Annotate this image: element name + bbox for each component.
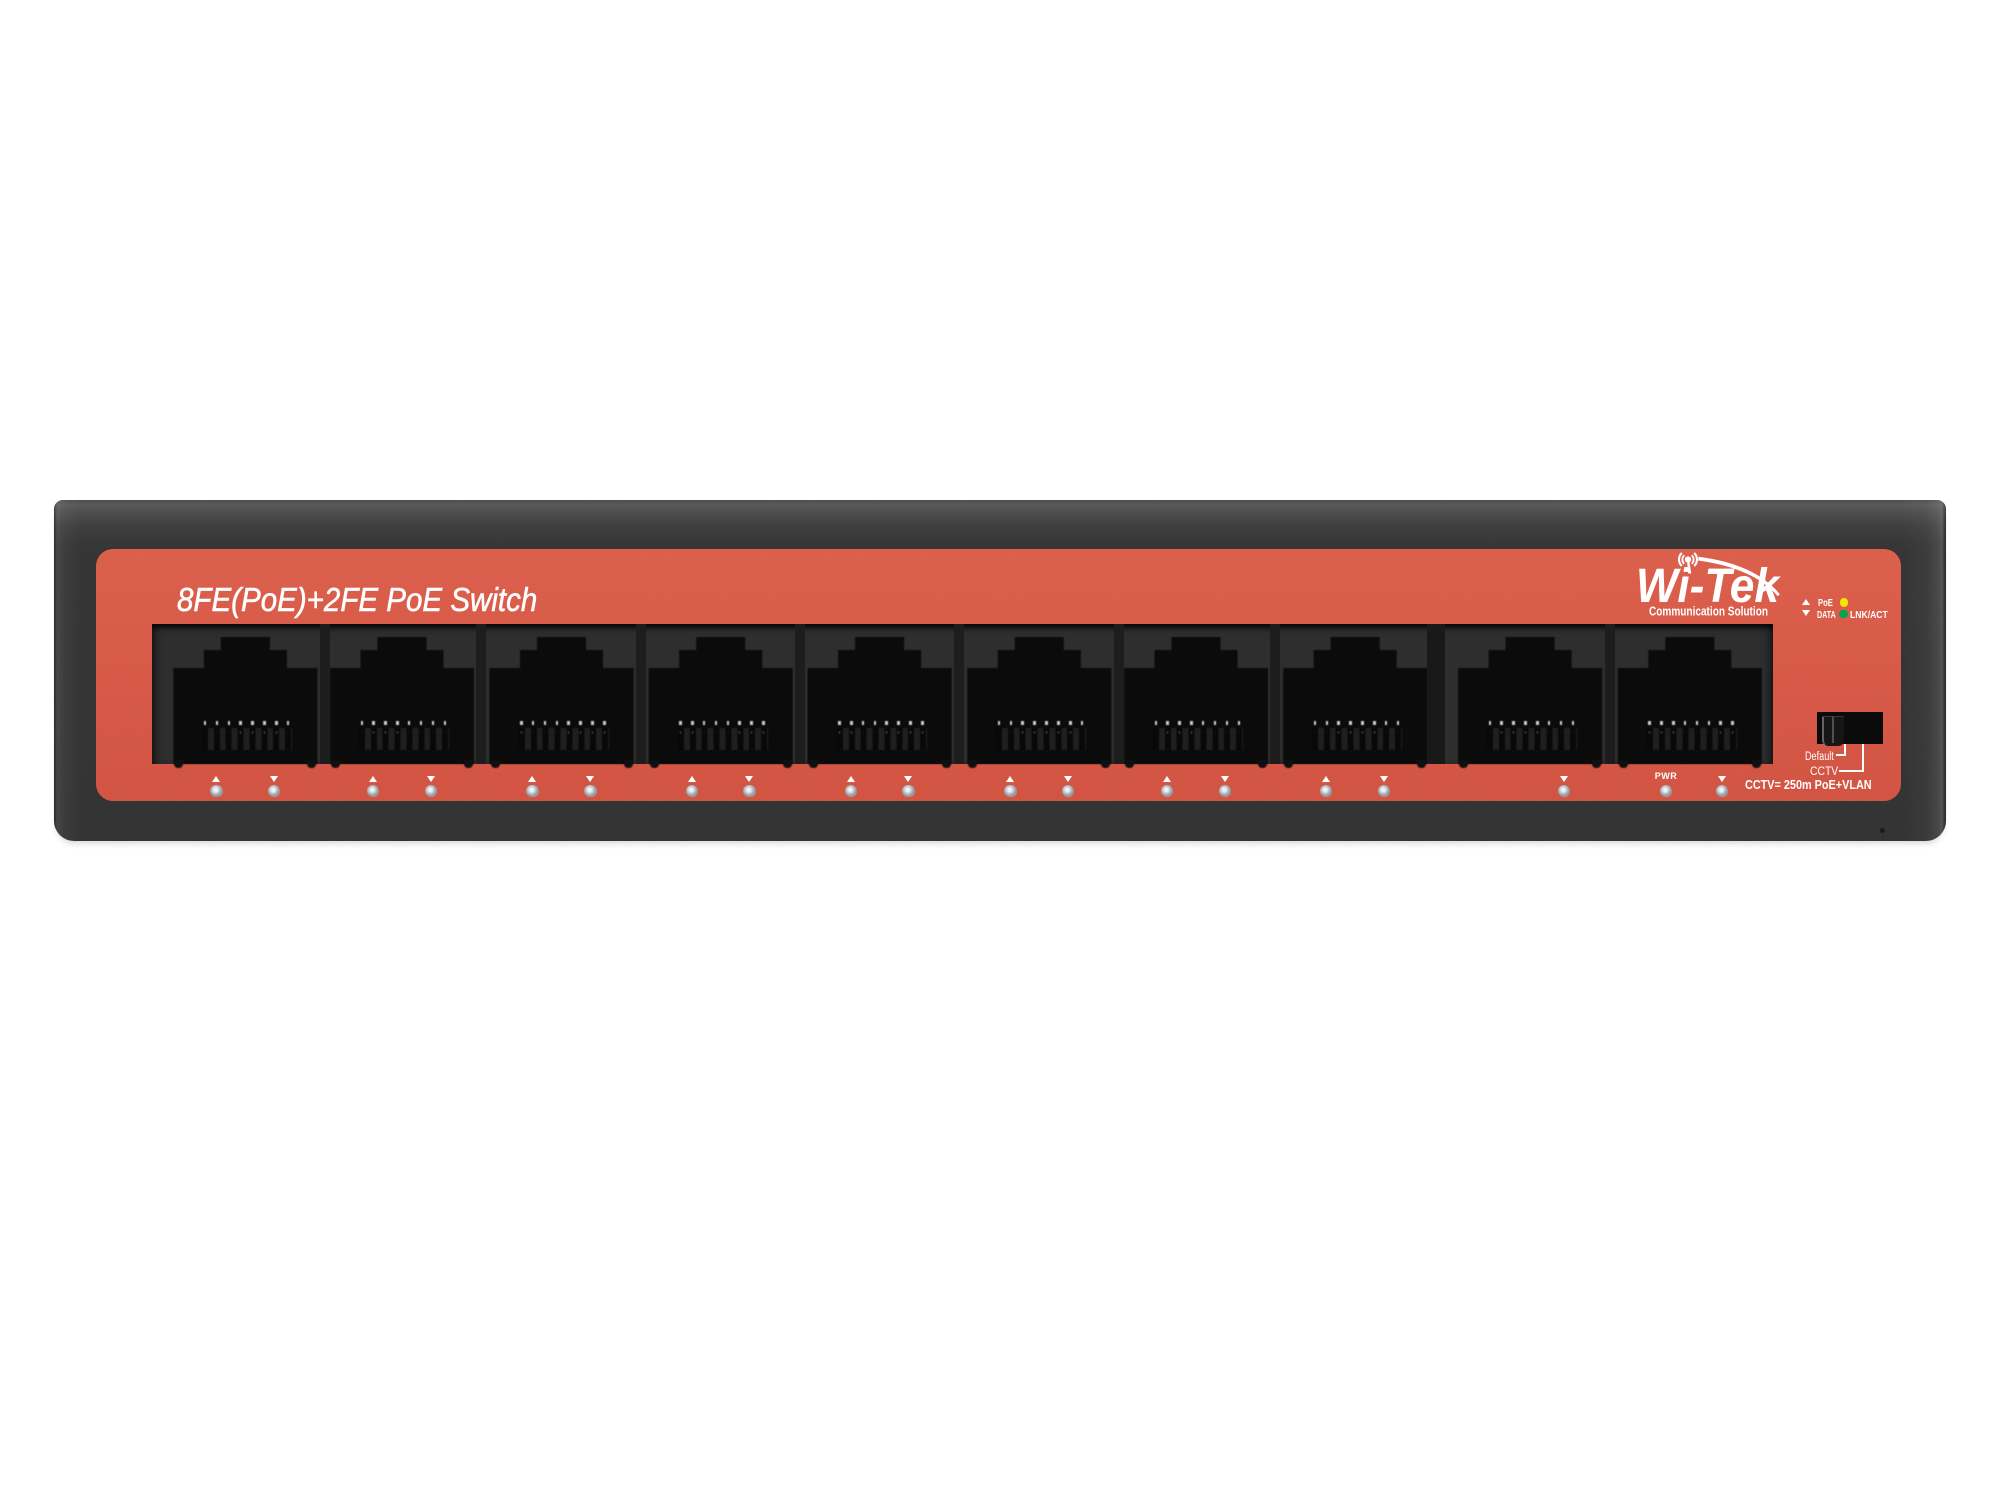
svg-text:Wi-Tek: Wi-Tek [1636, 560, 1781, 613]
svg-text:Communication Solution: Communication Solution [1649, 605, 1768, 619]
